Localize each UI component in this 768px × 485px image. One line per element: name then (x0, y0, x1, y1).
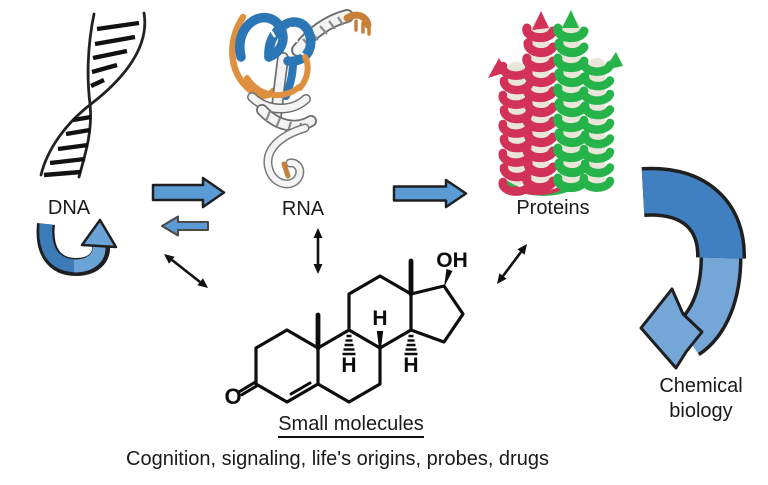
small-molecules-label: Small molecules (260, 413, 442, 438)
cycle-dark-band (641, 170, 743, 259)
dna-smallmolecule-interaction-arrow (164, 254, 208, 288)
protein-inner-shading (563, 20, 580, 188)
rna-orange-hook-tip (343, 11, 372, 29)
protein-inner-shading (532, 20, 549, 188)
rna-structure-illustration (229, 9, 372, 189)
rna-orange-mid-strand (244, 75, 302, 98)
protein-red-peak (532, 11, 549, 30)
rna-bottom-loop-fill (265, 125, 308, 187)
protein-helix-coil (522, 23, 558, 193)
rna-gray-mid-band-fill (248, 93, 310, 112)
figure-caption: Cognition, signaling, life's origins, pr… (126, 448, 549, 470)
stereo-h-c14-label: H (403, 354, 419, 377)
reverse-transcription-arrow (161, 215, 209, 237)
hydroxyl-label: OH (436, 249, 468, 272)
proteins-label: Proteins (516, 197, 590, 219)
steroid-double-bonds (238, 380, 312, 397)
steroid-hash-c14-h (404, 334, 418, 356)
protein-green-peak (562, 10, 579, 28)
protein-structure-illustration (488, 10, 623, 196)
steroid-hash-c9-h (342, 334, 356, 356)
protein-helix-coil (553, 23, 589, 193)
steroid-bonds (254, 274, 465, 404)
rna-smallmolecule-interaction-arrow (313, 228, 323, 274)
dna-rungs (43, 20, 140, 178)
dna-strand-left (77, 12, 96, 179)
rna-lower-ladder-rungs (264, 110, 303, 133)
protein-helix-coil (498, 61, 534, 196)
replication-cycle-arrow (36, 218, 118, 277)
steroid-wedge-c8-h (376, 331, 384, 348)
ketone-oxygen-label: O (224, 384, 242, 409)
chemical-biology-cycle-arrow (639, 166, 746, 370)
replication-arrowhead (80, 218, 118, 249)
replication-arrow-left-band (39, 223, 77, 273)
small-molecules-label-text: Small molecules (278, 413, 424, 438)
chemical-biology-label-line1: Chemical (659, 375, 743, 397)
cycle-arrowhead (639, 287, 704, 370)
rna-orange-bottom-tick (281, 161, 291, 179)
rna-orange-mid-strand-2 (297, 54, 311, 91)
chemical-biology-label-line2: biology (669, 400, 733, 422)
rna-lower-ladder-fill (257, 105, 316, 130)
dna-label: DNA (47, 197, 91, 219)
steroid-wedge-c17-oh (444, 269, 453, 287)
steroid-structure (238, 258, 465, 404)
transcription-arrow (151, 176, 226, 209)
dna-helix-illustration (39, 11, 147, 179)
stereo-h-c9-label: H (341, 354, 357, 377)
chemical-biology-label: Chemical biology (641, 374, 761, 424)
translation-arrow (392, 178, 468, 209)
protein-smallmolecule-interaction-arrow (497, 244, 527, 284)
protein-helix-coil (579, 57, 615, 192)
rna-orange-hook-drips (354, 19, 371, 36)
steroid-methyl-bonds (315, 258, 414, 351)
protein-inner-shading (589, 58, 605, 186)
rna-label: RNA (281, 198, 325, 220)
stereo-h-c8-label: H (372, 307, 388, 330)
protein-inner-shading (508, 62, 524, 186)
rna-blue-ribbon-rungs (251, 22, 305, 56)
